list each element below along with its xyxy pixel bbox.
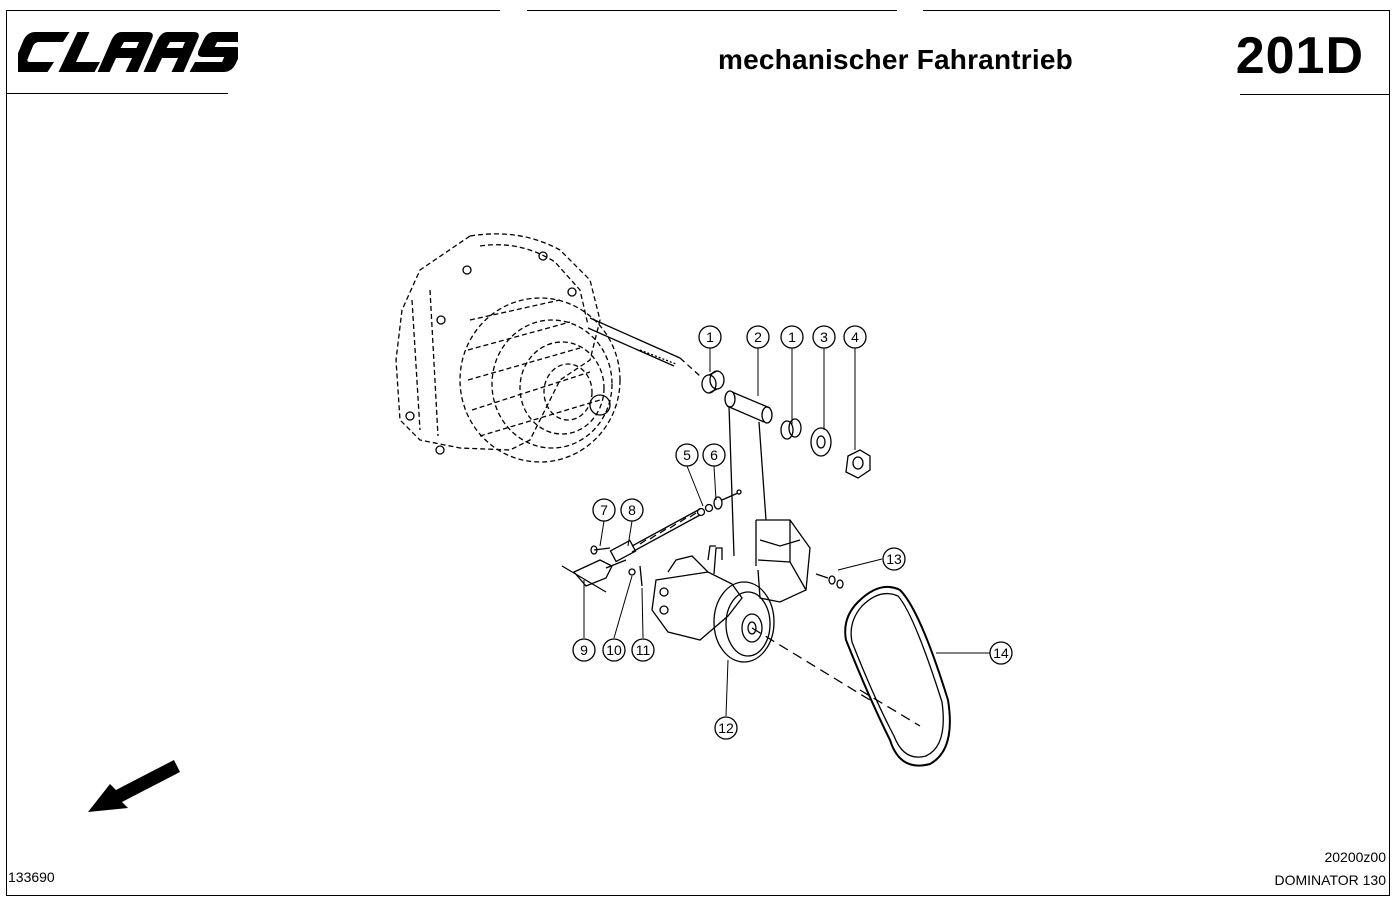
svg-text:1: 1	[788, 329, 796, 345]
callout-14: 14	[989, 641, 1013, 665]
header-rule-left	[6, 93, 228, 94]
callout-10: 10	[602, 638, 626, 662]
callout-4: 4	[843, 325, 867, 349]
callout-1a: 1	[698, 325, 722, 349]
svg-text:10: 10	[606, 642, 622, 658]
part-4-nut	[845, 449, 871, 479]
part-1-bushing-second	[780, 418, 802, 440]
callouts: 1 2 1 3 4 5 6 7 8 9 10 11 12 13 14	[572, 325, 1013, 740]
part-2-tube	[724, 390, 773, 557]
svg-text:1: 1	[706, 329, 714, 345]
part-14-belt	[844, 586, 951, 767]
top-rule-middle	[527, 10, 897, 11]
svg-text:2: 2	[754, 329, 762, 345]
header-rule-right	[1240, 94, 1390, 95]
bracket	[755, 519, 811, 603]
svg-text:13: 13	[886, 551, 902, 567]
svg-text:8: 8	[628, 502, 636, 518]
svg-text:5: 5	[683, 447, 691, 463]
callout-3: 3	[812, 325, 836, 349]
callout-1b: 1	[780, 325, 804, 349]
top-rule-left	[6, 10, 500, 11]
part-12-compressor	[651, 545, 871, 701]
top-rule-right	[923, 10, 1390, 11]
svg-text:9: 9	[580, 642, 588, 658]
part-1-bushing	[701, 370, 725, 394]
part-8-rod	[609, 508, 701, 563]
svg-text:3: 3	[820, 329, 828, 345]
svg-text:4: 4	[851, 329, 859, 345]
callout-12: 12	[714, 716, 738, 740]
callout-6: 6	[702, 443, 726, 467]
page-title: mechanischer Fahrantrieb	[718, 44, 1073, 75]
gearbox-details	[405, 251, 701, 455]
svg-text:11: 11	[636, 642, 651, 658]
callout-11: 11	[631, 638, 655, 662]
page-code: 201D	[1235, 27, 1364, 85]
part-7-pin	[590, 545, 611, 555]
part-3-washer	[810, 427, 832, 457]
drawing-number: 133690	[8, 869, 55, 885]
leader-lines	[583, 348, 990, 717]
document-code: 20200z00	[1324, 849, 1386, 865]
svg-text:12: 12	[718, 720, 734, 736]
callout-2: 2	[746, 325, 770, 349]
part-5-6-washers	[696, 489, 742, 517]
svg-text:7: 7	[600, 502, 608, 518]
svg-text:14: 14	[993, 645, 1009, 661]
claas-logo	[18, 32, 238, 72]
svg-text:6: 6	[710, 447, 718, 463]
direction-arrow-icon	[88, 760, 180, 812]
callout-7: 7	[592, 498, 616, 522]
part-10-11-pins	[628, 565, 643, 587]
callout-5: 5	[675, 443, 699, 467]
callout-13: 13	[882, 547, 906, 571]
gearbox-housing	[395, 233, 621, 463]
model-name: DOMINATOR 130	[1274, 872, 1386, 888]
part-13-bolt	[815, 573, 844, 589]
callout-8: 8	[620, 498, 644, 522]
part-9-lever	[561, 559, 627, 593]
page-frame	[6, 10, 1390, 896]
callout-9: 9	[572, 638, 596, 662]
